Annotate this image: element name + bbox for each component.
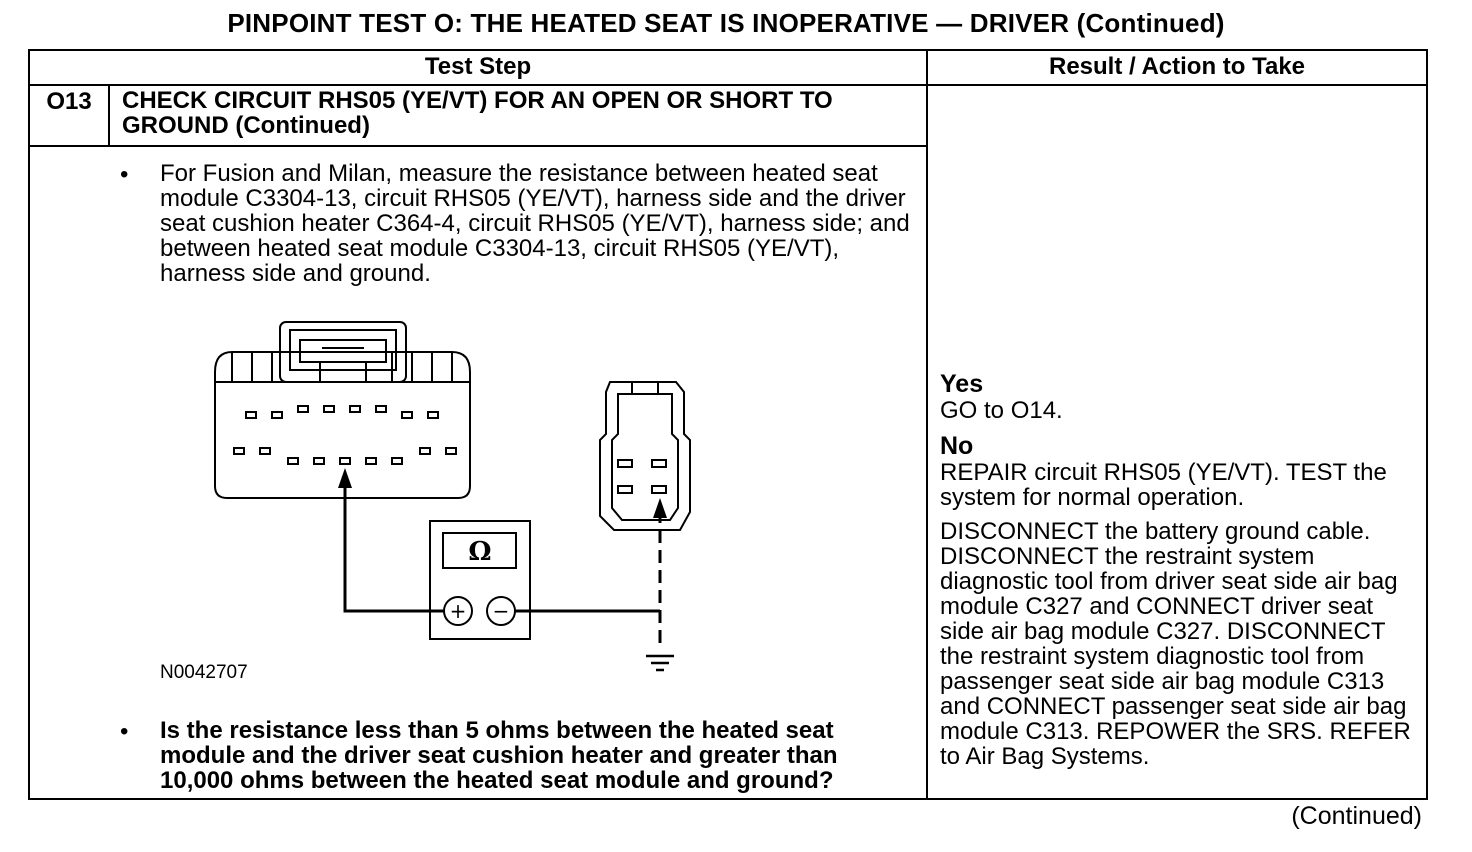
minus-terminal-symbol: −: [493, 599, 510, 623]
step-heading-divider: [28, 145, 928, 147]
step-number: O13: [46, 88, 92, 115]
result-no-label: No: [940, 432, 974, 460]
continued-note: (Continued): [1291, 802, 1422, 830]
figure-id: N0042707: [160, 662, 248, 683]
ohm-symbol: Ω: [468, 537, 491, 567]
step-instruction: For Fusion and Milan, measure the resist…: [160, 160, 910, 287]
bullet-instruction: •: [120, 161, 129, 188]
header-divider: [28, 84, 1428, 86]
result-no-action: REPAIR circuit RHS05 (YE/VT). TEST the s…: [940, 459, 1387, 511]
result-yes-label: Yes: [940, 370, 984, 398]
heated-seat-module-connector: [214, 321, 471, 499]
terminal-cavities: [233, 405, 457, 465]
column-divider: [926, 49, 928, 798]
result-yes-action: GO to O14.: [940, 397, 1063, 424]
connector-diagram: Ω + −: [214, 321, 691, 672]
seat-cushion-heater-connector: [599, 381, 691, 531]
ground-symbol-icon: [646, 654, 674, 672]
page-title: PINPOINT TEST O: THE HEATED SEAT IS INOP…: [227, 8, 1225, 38]
header-test-step: Test Step: [424, 53, 532, 80]
pinpoint-test-table: [28, 49, 1428, 800]
step-heading: CHECK CIRCUIT RHS05 (YE/VT) FOR AN OPEN …: [122, 87, 833, 139]
result-procedure: DISCONNECT the battery ground cable. DIS…: [940, 518, 1411, 770]
probe-arrow-icon: [338, 468, 352, 488]
plus-terminal-symbol: +: [450, 599, 467, 623]
step-question: Is the resistance less than 5 ohms betwe…: [160, 717, 838, 794]
header-result-action: Result / Action to Take: [1048, 53, 1306, 80]
bullet-question: •: [120, 718, 129, 745]
step-number-divider: [108, 84, 110, 146]
positive-test-lead: [343, 480, 444, 613]
probe-arrow-icon: [653, 498, 667, 518]
